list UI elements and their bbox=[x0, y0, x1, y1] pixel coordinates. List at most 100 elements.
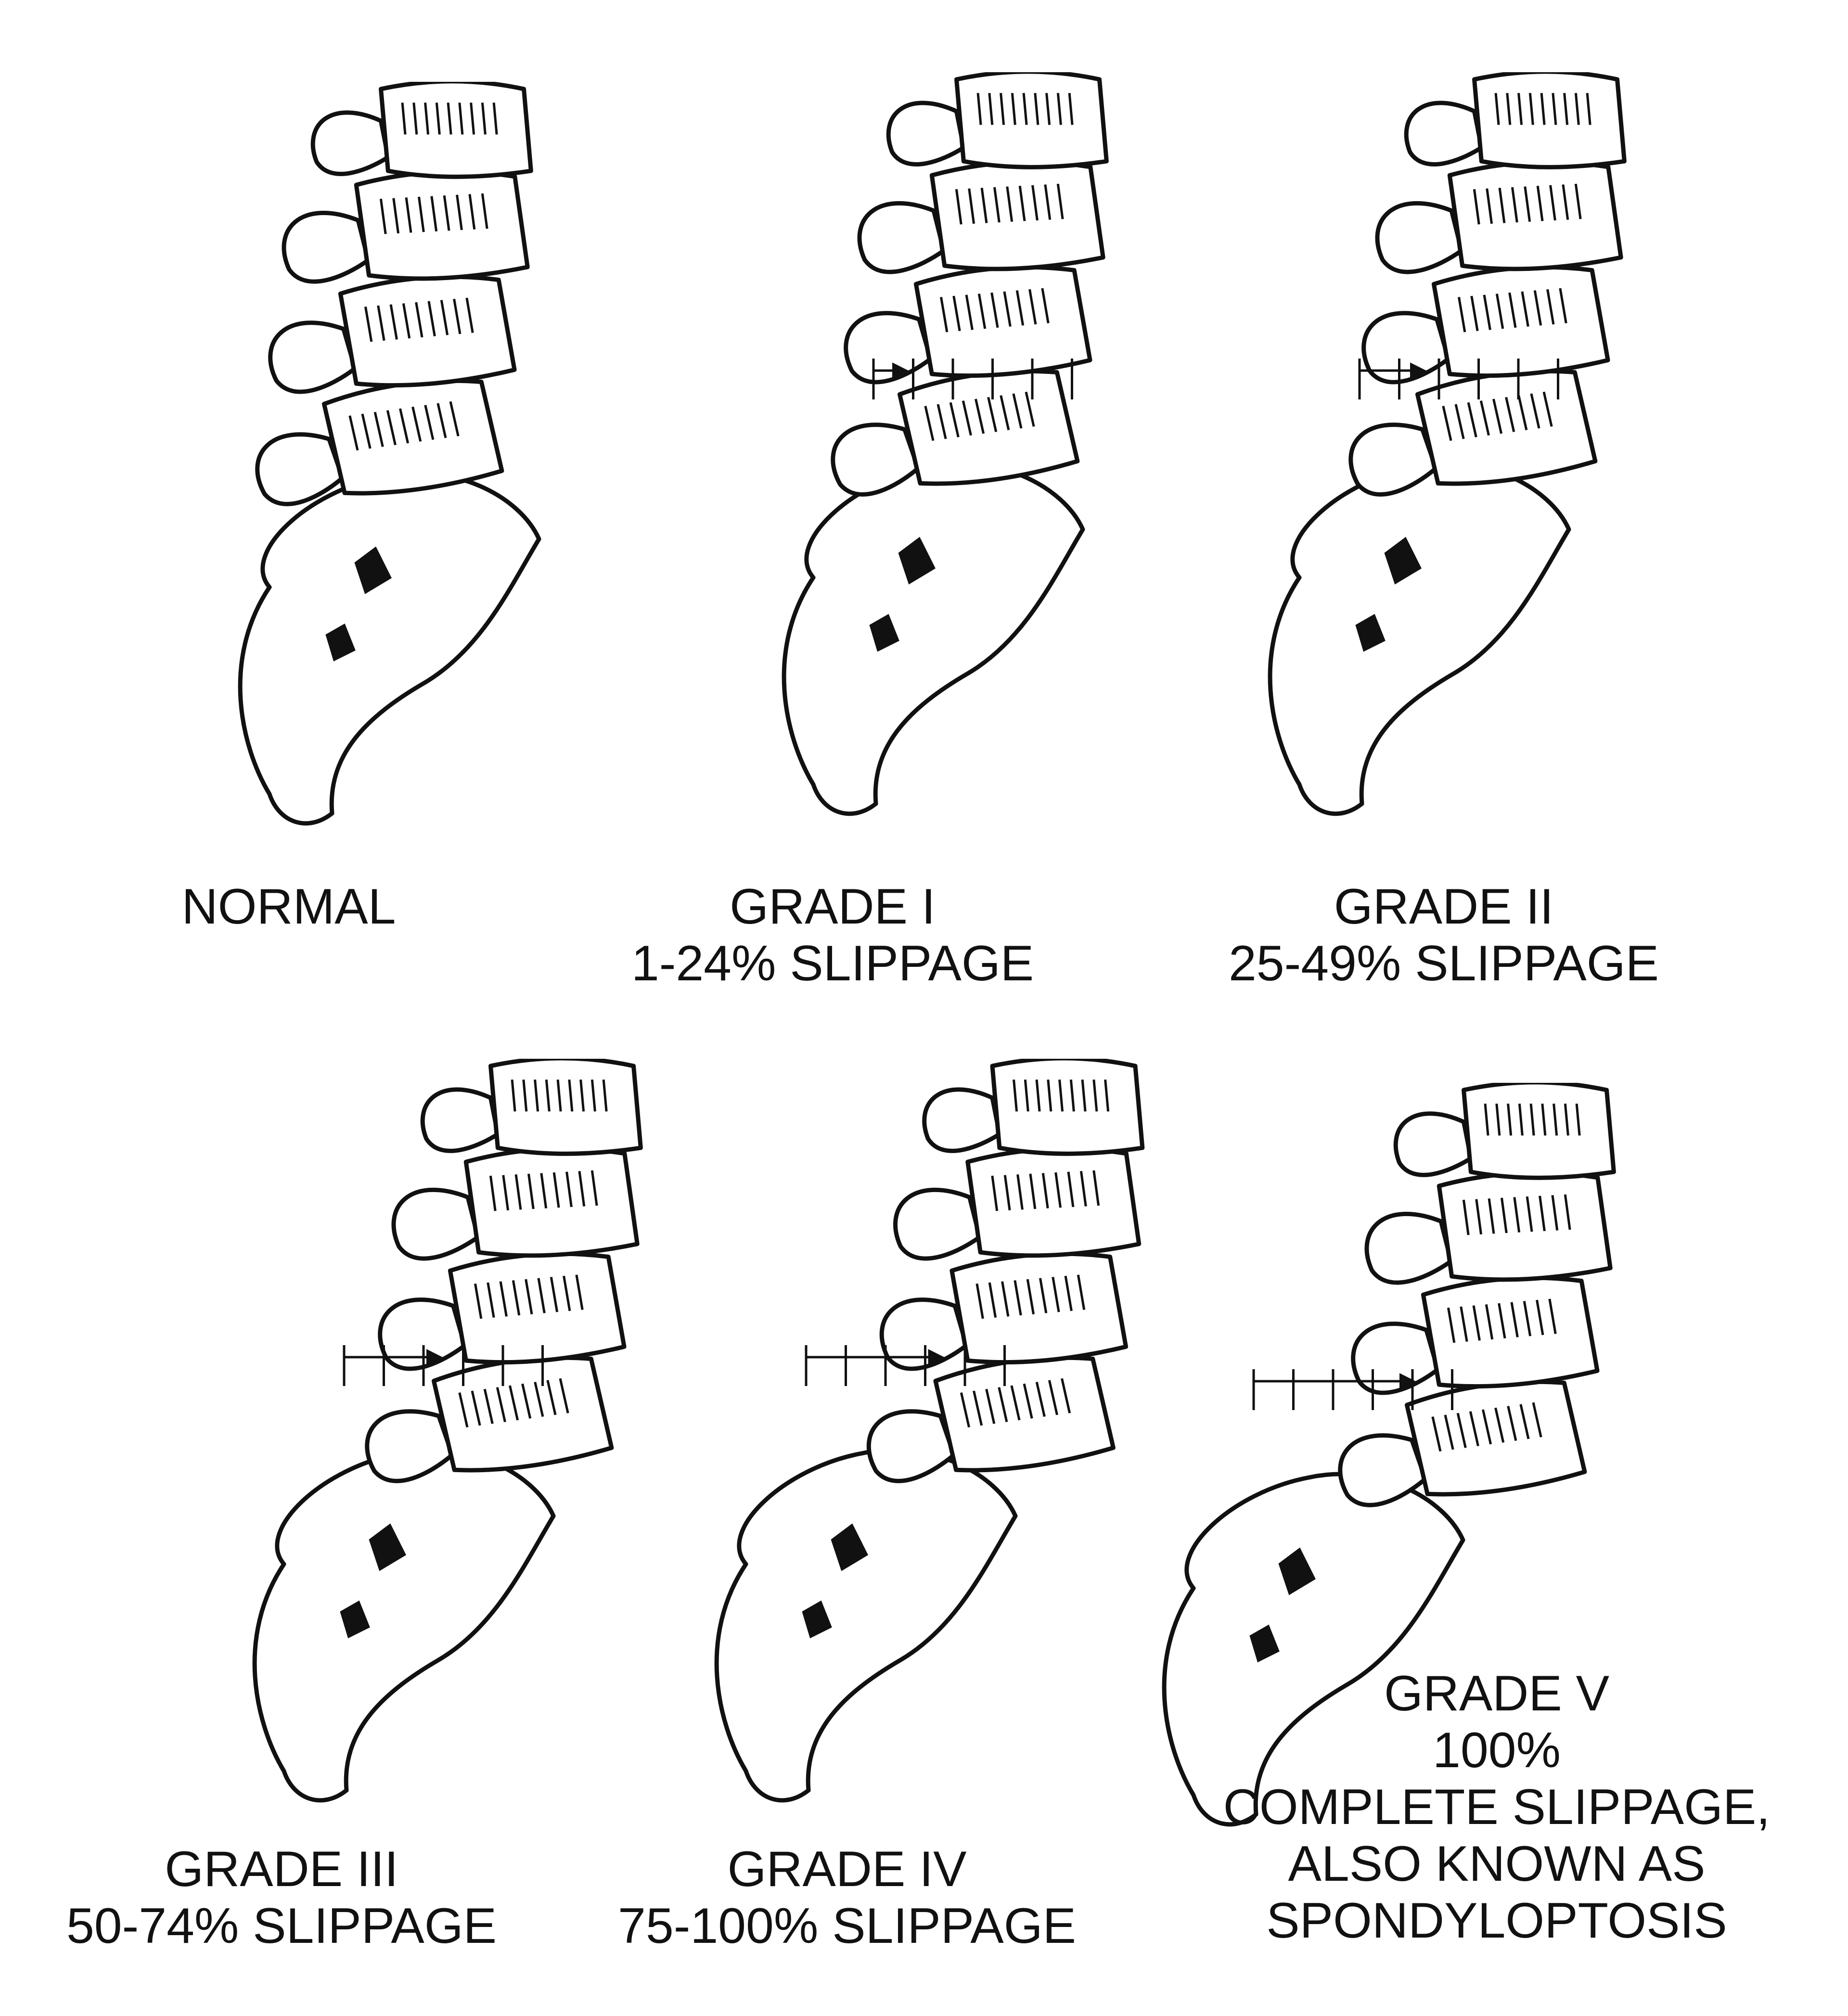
l4-vertebra-hatch bbox=[465, 297, 474, 334]
l4-vertebra-hatch bbox=[453, 298, 462, 334]
l4-vertebra-hatch bbox=[952, 295, 961, 332]
caption-grade-3-line-1: GRADE III bbox=[165, 1841, 398, 1897]
l5-vertebra-body bbox=[1404, 1379, 1587, 1497]
l5-vertebra-hatch bbox=[1048, 1380, 1058, 1415]
l3-vertebra-hatch bbox=[489, 1175, 497, 1211]
caption-grade-2-line-2: 25-49% SLIPPAGE bbox=[1228, 936, 1659, 991]
l2-vertebra-hatch bbox=[579, 1079, 585, 1112]
sacrum-foramen bbox=[1355, 614, 1386, 652]
l3-vertebra-process bbox=[857, 201, 946, 274]
l4-vertebra-process bbox=[1351, 1322, 1440, 1395]
sacrum bbox=[782, 461, 1085, 816]
l3-vertebra-hatch bbox=[468, 194, 476, 230]
l2-vertebra-hatch bbox=[412, 103, 418, 135]
l5-vertebra-hatch bbox=[1023, 1383, 1033, 1419]
l4-vertebra-body bbox=[913, 265, 1092, 378]
l4-vertebra-hatch bbox=[1028, 289, 1037, 325]
l2-vertebra-hatch bbox=[511, 1079, 516, 1112]
l2-vertebra-process bbox=[420, 1087, 500, 1153]
l4-vertebra-hatch bbox=[1077, 1274, 1086, 1310]
panel-grade-1 bbox=[669, 72, 1150, 866]
l5-vertebra-body bbox=[321, 378, 504, 496]
l5-vertebra-hatch bbox=[1492, 398, 1503, 434]
sacrum-foramen bbox=[869, 614, 899, 652]
l2-vertebra-hatch bbox=[1495, 1104, 1501, 1136]
caption-grade-5-line-1: GRADE V bbox=[1384, 1666, 1610, 1721]
l4-vertebra-hatch bbox=[1470, 295, 1479, 332]
l2-vertebra-hatch bbox=[492, 103, 498, 135]
l3-vertebra-hatch bbox=[1498, 188, 1506, 223]
l3-vertebra-hatch bbox=[1041, 1173, 1049, 1209]
l4-vertebra-hatch bbox=[1521, 291, 1529, 327]
spine-illustration-grade-5 bbox=[1162, 1083, 1616, 1827]
l3-vertebra-body bbox=[1437, 1170, 1613, 1282]
l2-vertebra-process bbox=[1404, 101, 1484, 167]
l3-vertebra bbox=[857, 160, 1105, 274]
l4-vertebra-hatch bbox=[1523, 1301, 1532, 1336]
l2-vertebra-hatch bbox=[534, 1079, 539, 1112]
l4-vertebra-hatch bbox=[1039, 1278, 1048, 1313]
l2-vertebra-hatch bbox=[1081, 1079, 1087, 1112]
l4-vertebra-hatch bbox=[364, 306, 373, 342]
l3-vertebra-hatch bbox=[1054, 1172, 1062, 1208]
l5-vertebra-hatch bbox=[949, 402, 960, 437]
l5-vertebra-body bbox=[1415, 369, 1598, 486]
l2-vertebra-hatch bbox=[1541, 1104, 1547, 1136]
l3-vertebra bbox=[1375, 160, 1623, 274]
l5-vertebra-hatch bbox=[985, 1388, 996, 1424]
l5-vertebra-hatch bbox=[1035, 1382, 1046, 1417]
l4-vertebra-hatch bbox=[474, 1283, 483, 1319]
spine-illustration-grade-1 bbox=[782, 72, 1109, 816]
l2-vertebra-process bbox=[886, 101, 966, 167]
l3-vertebra-hatch bbox=[1018, 185, 1026, 221]
l4-vertebra-hatch bbox=[575, 1274, 584, 1310]
l2-vertebra-hatch bbox=[1484, 1104, 1489, 1136]
l4-vertebra-hatch bbox=[389, 304, 398, 340]
l3-vertebra-hatch bbox=[481, 193, 488, 229]
l2-vertebra-hatch bbox=[1058, 1079, 1064, 1112]
l3-vertebra-hatch bbox=[1551, 1195, 1559, 1231]
l2-vertebra-hatch bbox=[1068, 93, 1074, 125]
l4-vertebra bbox=[879, 1251, 1129, 1371]
l4-vertebra-hatch bbox=[1508, 292, 1517, 328]
l3-vertebra-hatch bbox=[1462, 1199, 1470, 1235]
l5-vertebra-hatch bbox=[471, 1390, 481, 1426]
l2-vertebra bbox=[310, 82, 533, 179]
l4-vertebra-hatch bbox=[1536, 1299, 1544, 1335]
l2-vertebra-hatch bbox=[481, 103, 487, 135]
l4-vertebra-hatch bbox=[1533, 290, 1542, 326]
l3-vertebra-hatch bbox=[1511, 187, 1518, 223]
l2-vertebra-hatch bbox=[1011, 93, 1016, 125]
l4-vertebra-hatch bbox=[1485, 1304, 1494, 1340]
caption-grade-2: GRADE II 25-49% SLIPPAGE bbox=[1179, 878, 1708, 992]
l5-vertebra-hatch bbox=[1010, 1385, 1021, 1421]
l2-vertebra-hatch bbox=[1092, 1079, 1098, 1112]
l5-vertebra-hatch bbox=[521, 1383, 532, 1419]
slip-arrow-icon bbox=[1410, 362, 1426, 379]
caption-grade-1: GRADE I 1-24% SLIPPAGE bbox=[568, 878, 1097, 992]
l3-vertebra-hatch bbox=[392, 198, 400, 234]
l5-vertebra-hatch bbox=[1431, 1416, 1442, 1452]
l5-vertebra-process bbox=[365, 1409, 455, 1483]
l3-vertebra-process bbox=[893, 1187, 982, 1261]
spine-illustration-grade-4 bbox=[714, 1059, 1145, 1803]
l3-vertebra-hatch bbox=[1029, 1173, 1037, 1209]
l3-vertebra-hatch bbox=[1003, 1175, 1011, 1211]
l3-vertebra-hatch bbox=[527, 1173, 535, 1209]
l3-vertebra-body bbox=[1447, 160, 1623, 271]
l3-vertebra-hatch bbox=[578, 1171, 586, 1207]
l3-vertebra-hatch bbox=[443, 195, 450, 231]
l5-vertebra-hatch bbox=[960, 1392, 970, 1428]
l3-vertebra-hatch bbox=[1574, 183, 1582, 219]
l4-vertebra-hatch bbox=[1001, 1281, 1010, 1317]
l5-vertebra-hatch bbox=[1456, 1412, 1467, 1448]
caption-grade-3: GRADE III 50-74% SLIPPAGE bbox=[29, 1841, 534, 1954]
l3-vertebra bbox=[391, 1146, 640, 1261]
l4-vertebra-hatch bbox=[525, 1279, 533, 1315]
l4-vertebra-hatch bbox=[440, 300, 449, 335]
l2-vertebra-hatch bbox=[1586, 93, 1591, 125]
l3-vertebra-hatch bbox=[552, 1172, 560, 1208]
l5-vertebra-hatch bbox=[559, 1378, 569, 1413]
l4-vertebra-hatch bbox=[1014, 1280, 1022, 1316]
l5-vertebra-process bbox=[831, 423, 921, 497]
